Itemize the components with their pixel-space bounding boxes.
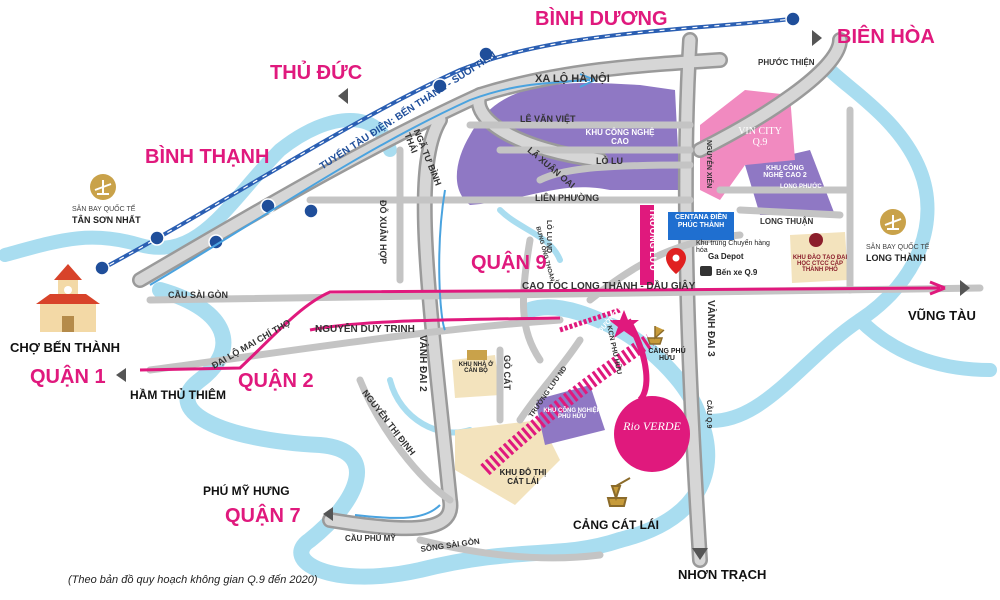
label-phuoc-thien: PHƯỚC THIỆN: [758, 58, 815, 67]
purple-zone-cnc: [456, 82, 680, 205]
label-phu-my-hung: PHÚ MỸ HƯNG: [203, 484, 290, 498]
sand-zone-nha-o: [452, 355, 500, 398]
arrow-left-quan7: [323, 507, 333, 521]
label-cang-phu-huu: CẢNG PHÚ HỮU: [648, 348, 686, 362]
label-ham-thu-thiem: HẦM THỦ THIÊM: [130, 388, 226, 402]
label-cho-ben-thanh: CHỢ BẾN THÀNH: [10, 340, 121, 355]
label-cau-q9: CẦU Q.9: [705, 400, 712, 429]
label-cau-sai-gon: CẦU SÀI GÒN: [168, 290, 229, 300]
label-long-phuoc: LONG PHƯỚC: [780, 184, 822, 190]
rio-verde-logo: Rio VERDE: [623, 419, 681, 433]
blue-arrow-roads: [149, 73, 596, 519]
label-airport-small-lt: SÂN BAY QUỐC TẾ: [866, 244, 930, 251]
label-ben-xe: Bến xe Q.9: [716, 268, 758, 277]
label-kcn-phu-huu: KHU CÔNG NGHIỆP PHÚ HỮU: [543, 408, 601, 420]
label-vin-city: VIN CITY Q.9: [738, 126, 782, 148]
metro-stations: [94, 11, 801, 276]
bus-icon: [700, 266, 712, 276]
arrow-right-vung-tau: [960, 280, 970, 296]
ben-thanh-market-icon: [36, 264, 100, 332]
sand-zone-dao-tao: [790, 232, 848, 283]
label-khu-dao-tao: KHU ĐÀO TẠO ĐẠI HỌC CTCC CẤP THÀNH PHỐ: [792, 255, 848, 273]
label-vung-tau: VŨNG TÀU: [908, 308, 976, 323]
label-airport-lt: LONG THÀNH: [866, 253, 926, 263]
building-icon: [467, 350, 487, 360]
label-cao-toc: CAO TỐC LONG THÀNH - DẦU GIÂY: [522, 281, 696, 292]
label-le-van-viet: LÊ VĂN VIỆT: [520, 114, 576, 124]
label-cau-phu-my: CẦU PHÚ MỸ: [345, 534, 396, 543]
label-khu-cnc2: KHU CÔNG NGHỆ CAO 2: [763, 165, 807, 179]
label-ga-depot: Ga Depot: [708, 252, 744, 261]
crane-icon-cat-lai: [606, 477, 631, 507]
arrow-down-nhon-trach: [692, 548, 708, 560]
label-nguyen-duy-trinh: NGUYỄN DUY TRINH: [315, 324, 415, 335]
label-airport-small-tsn: SÂN BAY QUỐC TẾ: [72, 206, 136, 213]
label-nhon-trach: NHƠN TRẠCH: [678, 567, 767, 582]
label-do-xuan-hop: ĐỖ XUÂN HỢP: [378, 200, 388, 265]
label-lo-lu: LÒ LU: [596, 156, 623, 166]
label-truong-luu: TRƯỜNG LƯU: [648, 208, 658, 271]
label-vanh-dai-3: VÀNH ĐAI 3: [705, 300, 716, 357]
label-nguyen-xien: NGUYỄN XIỂN: [705, 140, 712, 189]
crane-icon-phu-huu: [646, 326, 665, 345]
label-quan-1: QUẬN 1: [30, 366, 106, 388]
label-lien-phuong: LIÊN PHƯỜNG: [535, 193, 600, 203]
rio-verde-logo-badge: [614, 396, 690, 472]
centana-box: [668, 212, 734, 240]
label-centana: CENTANA ĐIỀN PHÚC THÀNH: [674, 214, 728, 229]
label-quan-2: QUẬN 2: [238, 370, 314, 392]
purple-zone-kcn-phu-huu: [535, 385, 605, 445]
label-cang-cat-lai: CẢNG CÁT LÁI: [573, 518, 659, 532]
metro-line: [99, 16, 801, 272]
label-binh-duong: BÌNH DƯƠNG: [535, 8, 668, 30]
label-long-thuan: LONG THUẬN: [760, 217, 814, 226]
label-bien-hoa: BIÊN HÒA: [837, 26, 935, 48]
star-icon: [609, 310, 639, 338]
label-quan-9: QUẬN 9: [471, 252, 547, 274]
label-quan-7: QUẬN 7: [225, 505, 301, 527]
arrow-left-thu-duc: [338, 88, 348, 104]
label-vanh-dai-2: VÀNH ĐAI 2: [417, 335, 428, 392]
label-go-cat: GÒ CÁT: [502, 355, 512, 390]
pink-routes: [139, 205, 946, 476]
label-khu-nha-o: KHU NHÀ Ở CÁN BỘ: [458, 362, 494, 374]
label-thu-duc: THỦ ĐỨC: [270, 62, 363, 84]
label-kdt-cat-lai: KHU ĐÔ THỊ CÁT LÁI: [499, 468, 547, 486]
label-binh-thanh: BÌNH THẠNH: [145, 146, 270, 168]
footnote: (Theo bản đồ quy hoạch không gian Q.9 đế…: [68, 574, 318, 586]
arrow-left-quan1: [116, 368, 126, 382]
label-airport-tsn: TÂN SƠN NHẤT: [72, 215, 141, 225]
label-khu-cong-nghe-cao: KHU CÔNG NGHỆ CAO: [585, 128, 655, 146]
sand-zone-cat-lai: [455, 420, 560, 505]
label-khu-trung-chuyen: Khu trung Chuyển hàng hóa: [696, 240, 770, 255]
arrow-right-bien-hoa: [812, 30, 822, 46]
purple-zone-cnc2: [745, 150, 835, 215]
label-xa-lo-ha-noi: XA LỘ HÀ NỘI: [535, 73, 610, 85]
graduation-icon: [809, 233, 823, 247]
